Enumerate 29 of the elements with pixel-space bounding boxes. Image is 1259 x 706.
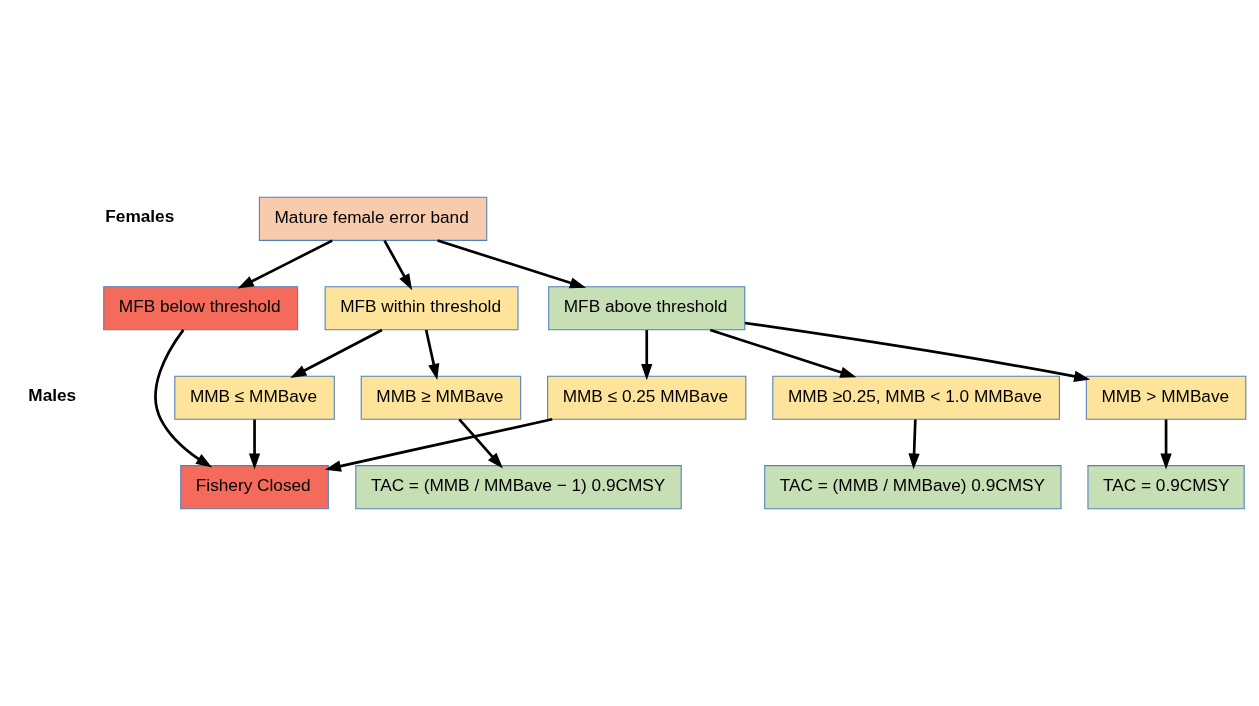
- arrow: [324, 417, 553, 472]
- node-box: TAC = (MMB / MMBave − 1) 0.9CMSY: [355, 465, 682, 510]
- node-box: MFB below threshold: [103, 286, 299, 331]
- arrow: [424, 329, 440, 381]
- arrow: [641, 330, 653, 381]
- node-box: MMB ≤ MMBave: [174, 375, 335, 420]
- node-box: MMB ≥0.25, MMB < 1.0 MMBave: [772, 375, 1060, 420]
- label: Males: [28, 384, 77, 405]
- arrow: [248, 419, 261, 470]
- arrow: [154, 329, 213, 468]
- node-box: MFB above threshold: [548, 286, 746, 331]
- arrow: [908, 419, 920, 470]
- label: Females: [105, 205, 175, 226]
- arrow: [237, 239, 333, 289]
- arrow: [709, 328, 857, 378]
- arrow: [744, 321, 1091, 382]
- arrow: [437, 239, 587, 289]
- node-box: MMB ≥ MMBave: [360, 375, 522, 420]
- node-box: MMB ≤ 0.25 MMBave: [547, 375, 747, 420]
- node-box: MFB within threshold: [324, 286, 519, 331]
- node-box: Fishery Closed: [180, 465, 329, 510]
- node-box: TAC = (MMB / MMBave) 0.9CMSY: [764, 465, 1062, 510]
- arrow: [383, 239, 413, 291]
- arrow: [290, 328, 383, 378]
- node-box: MMB > MMBave: [1085, 375, 1247, 420]
- node-box: Mature female error band: [258, 196, 488, 241]
- node-box: TAC = 0.9CMSY: [1087, 465, 1245, 510]
- arrow: [458, 418, 503, 469]
- arrow: [1160, 419, 1172, 470]
